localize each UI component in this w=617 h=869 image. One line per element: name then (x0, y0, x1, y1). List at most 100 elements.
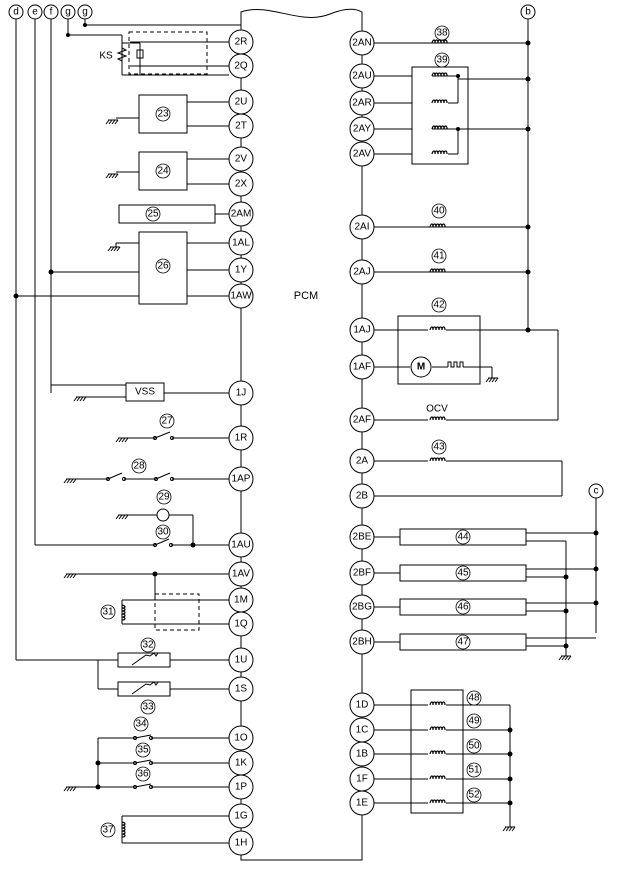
component-label-45: 45 (457, 568, 469, 579)
pin-label-1g: 1G (234, 811, 248, 822)
pin-1c: 1C (349, 717, 375, 743)
pin-2q: 2Q (228, 53, 254, 79)
component-label-30: 30 (157, 527, 169, 538)
component-label-43: 43 (433, 442, 445, 453)
connector-c (588, 483, 604, 499)
connector-g (60, 4, 76, 20)
pin-label-1al: 1AL (232, 238, 250, 249)
ks-label: KS (99, 51, 113, 62)
pin-label-1u: 1U (235, 655, 248, 666)
component-label-31: 31 (102, 607, 114, 618)
connector-label-e: e (32, 7, 38, 18)
component-31 (100, 604, 116, 620)
pin-1r: 1R (228, 425, 254, 451)
pin-label-2q: 2Q (234, 61, 248, 72)
pin-1g: 1G (228, 803, 254, 829)
component-47 (455, 634, 471, 650)
component-40 (431, 203, 447, 219)
component-42 (431, 297, 447, 313)
pin-label-1q: 1Q (234, 619, 248, 630)
pin-2r: 2R (228, 29, 254, 55)
component-label-50: 50 (468, 741, 480, 752)
component-24 (155, 163, 171, 179)
pin-2af: 2AF (349, 407, 375, 433)
pin-2am: 2AM (228, 201, 254, 227)
pin-1au: 1AU (228, 532, 254, 558)
pin-label-1p: 1P (235, 782, 248, 793)
component-29 (156, 489, 172, 505)
component-28 (131, 458, 147, 474)
component-label-26: 26 (157, 261, 169, 272)
pin-1al: 1AL (228, 230, 254, 256)
pin-label-2ar: 2AR (352, 98, 371, 109)
pin-label-2r: 2R (235, 37, 248, 48)
pin-label-1h: 1H (235, 838, 248, 849)
pin-1u: 1U (228, 647, 254, 673)
pin-2x: 2X (228, 171, 254, 197)
pin-label-2bg: 2BG (352, 602, 372, 613)
pin-1e: 1E (349, 790, 375, 816)
connector-g-alt (77, 4, 93, 20)
component-23 (155, 106, 171, 122)
pin-1j: 1J (228, 380, 254, 406)
pin-label-1j: 1J (236, 388, 247, 399)
component-label-33: 33 (142, 702, 154, 713)
component-50 (466, 738, 482, 754)
pin-1aw: 1AW (228, 283, 254, 309)
component-34 (133, 716, 149, 732)
component-label-24: 24 (157, 166, 169, 177)
component-label-41: 41 (433, 251, 445, 262)
pin-2be: 2BE (349, 524, 375, 550)
pin-1h: 1H (228, 830, 254, 856)
pin-2aj: 2AJ (349, 259, 375, 285)
pin-label-1r: 1R (235, 433, 248, 444)
component-39 (434, 52, 450, 68)
component-49 (466, 713, 482, 729)
connector-b (520, 4, 536, 20)
pin-label-2v: 2V (235, 154, 248, 165)
connector-label-d: d (13, 7, 19, 18)
pin-label-1c: 1C (356, 725, 369, 736)
pin-1k: 1K (228, 750, 254, 776)
component-38 (434, 25, 450, 41)
pin-label-1aj: 1AJ (353, 325, 370, 336)
pin-label-2av: 2AV (353, 149, 371, 160)
pin-2au: 2AU (349, 63, 375, 89)
pin-label-2ai: 2AI (354, 222, 369, 233)
pin-label-2an: 2AN (352, 38, 371, 49)
pin-1av: 1AV (228, 561, 254, 587)
component-26 (155, 258, 171, 274)
pin-1q: 1Q (228, 611, 254, 637)
component-label-32: 32 (142, 640, 154, 651)
pin-label-2ay: 2AY (353, 124, 371, 135)
pin-label-1af: 1AF (353, 362, 371, 373)
connector-label-f: f (50, 7, 53, 18)
pin-label-2bh: 2BH (352, 637, 371, 648)
component-36 (135, 766, 151, 782)
pin-1b: 1B (349, 741, 375, 767)
component-label-51: 51 (468, 765, 480, 776)
pin-2v: 2V (228, 146, 254, 172)
component-25 (145, 206, 161, 222)
pin-label-2t: 2T (235, 121, 247, 132)
connector-label-g-alt: g (82, 7, 88, 18)
component-43 (431, 439, 447, 455)
pin-1y: 1Y (228, 257, 254, 283)
pin-1af: 1AF (349, 354, 375, 380)
pin-2ar: 2AR (349, 90, 375, 116)
component-label-49: 49 (468, 716, 480, 727)
component-27 (159, 413, 175, 429)
connector-label-g: g (65, 7, 71, 18)
pin-2ai: 2AI (349, 214, 375, 240)
pin-label-2b: 2B (356, 491, 369, 502)
component-label-29: 29 (158, 492, 170, 503)
connector-d (8, 4, 24, 20)
pin-label-2be: 2BE (353, 532, 372, 543)
component-label-38: 38 (436, 28, 448, 39)
component-46 (455, 599, 471, 615)
component-51 (466, 762, 482, 778)
pin-1s: 1S (228, 676, 254, 702)
component-33 (140, 699, 156, 715)
pin-2bh: 2BH (349, 629, 375, 655)
